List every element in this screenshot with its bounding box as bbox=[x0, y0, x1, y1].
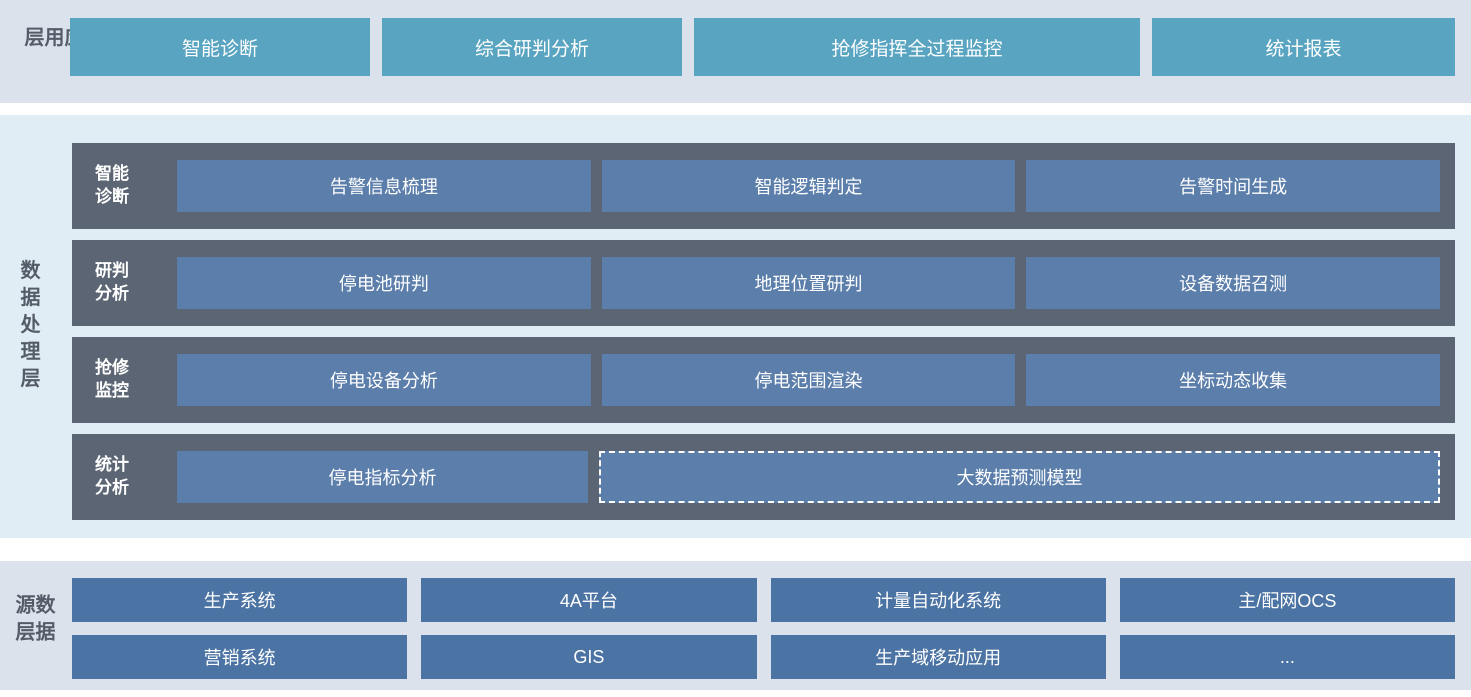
processing-block-intelligent-logic-judgment: 智能逻辑判定 bbox=[601, 160, 1016, 212]
data-source-layer-label: 数据源层 bbox=[12, 593, 54, 648]
row-label: 研判分析 bbox=[95, 261, 129, 303]
row-label: 统计分析 bbox=[95, 455, 129, 497]
processing-row-judgment-analysis: 研判分析 停电池研判 地理位置研判 设备数据召测 bbox=[72, 240, 1455, 326]
source-block-4a-platform: 4A平台 bbox=[421, 578, 757, 622]
data-processing-layer-band: 数据处理层 智能诊断 告警信息梳理 智能逻辑判定 告警时间生成 研判分析 停电池… bbox=[0, 115, 1471, 538]
processing-block-outage-range-rendering: 停电范围渲染 bbox=[601, 354, 1016, 406]
processing-block-coordinate-dynamic-collection: 坐标动态收集 bbox=[1026, 354, 1441, 406]
app-block-intelligent-diagnosis: 智能诊断 bbox=[70, 18, 370, 76]
source-row-1: 生产系统 4A平台 计量自动化系统 主/配网OCS bbox=[72, 578, 1455, 622]
app-block-repair-command-monitoring: 抢修指挥全过程监控 bbox=[694, 18, 1140, 76]
processing-block-outage-indicator-analysis: 停电指标分析 bbox=[177, 451, 588, 503]
app-block-statistical-reports: 统计报表 bbox=[1152, 18, 1455, 76]
processing-block-device-data-telemetry: 设备数据召测 bbox=[1026, 257, 1441, 309]
data-source-layer-band: 数据源层 生产系统 4A平台 计量自动化系统 主/配网OCS 营销系统 GIS … bbox=[0, 561, 1471, 690]
app-block-comprehensive-analysis: 综合研判分析 bbox=[382, 18, 682, 76]
processing-block-alarm-time-generation: 告警时间生成 bbox=[1026, 160, 1441, 212]
source-block-main-distribution-ocs: 主/配网OCS bbox=[1119, 578, 1455, 622]
application-layer-band: 应用层 智能诊断 综合研判分析 抢修指挥全过程监控 统计报表 bbox=[0, 0, 1471, 103]
processing-row-repair-monitoring: 抢修监控 停电设备分析 停电范围渲染 坐标动态收集 bbox=[72, 337, 1455, 423]
source-block-production-mobile-app: 生产域移动应用 bbox=[770, 635, 1106, 679]
row-label: 抢修监控 bbox=[95, 358, 129, 400]
data-processing-layer-label: 数据处理层 bbox=[17, 259, 39, 394]
processing-block-outage-battery-judgment: 停电池研判 bbox=[177, 257, 591, 309]
source-block-metering-automation-system: 计量自动化系统 bbox=[770, 578, 1106, 622]
source-block-production-system: 生产系统 bbox=[72, 578, 408, 622]
processing-rows: 智能诊断 告警信息梳理 智能逻辑判定 告警时间生成 研判分析 停电池研判 地理位… bbox=[72, 143, 1455, 520]
source-block-ellipsis: ... bbox=[1119, 635, 1455, 679]
processing-row-intelligent-diagnosis: 智能诊断 告警信息梳理 智能逻辑判定 告警时间生成 bbox=[72, 143, 1455, 229]
row-label: 智能诊断 bbox=[95, 164, 129, 206]
application-layer-items: 智能诊断 综合研判分析 抢修指挥全过程监控 统计报表 bbox=[70, 18, 1455, 76]
source-row-2: 营销系统 GIS 生产域移动应用 ... bbox=[72, 635, 1455, 679]
processing-block-big-data-prediction-model: 大数据预测模型 bbox=[599, 451, 1440, 503]
processing-row-statistical-analysis: 统计分析 停电指标分析 大数据预测模型 bbox=[72, 434, 1455, 520]
source-block-gis: GIS bbox=[421, 635, 757, 679]
source-rows: 生产系统 4A平台 计量自动化系统 主/配网OCS 营销系统 GIS 生产域移动… bbox=[72, 578, 1455, 679]
processing-block-geolocation-judgment: 地理位置研判 bbox=[601, 257, 1016, 309]
processing-block-alarm-info-sorting: 告警信息梳理 bbox=[177, 160, 591, 212]
processing-block-outage-equipment-analysis: 停电设备分析 bbox=[177, 354, 591, 406]
source-block-marketing-system: 营销系统 bbox=[72, 635, 408, 679]
